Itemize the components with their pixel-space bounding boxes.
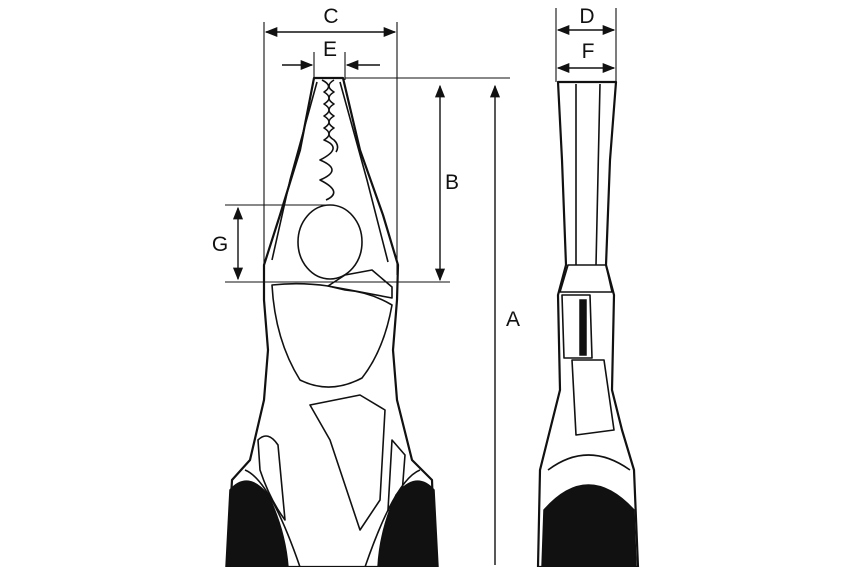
pliers-side-view [536, 80, 640, 567]
side-handle-detail [571, 359, 615, 436]
jaw-serration [319, 79, 339, 201]
handle-sheath-left [244, 469, 301, 567]
side-joint-band [559, 264, 613, 293]
handle-recess-left [257, 435, 286, 521]
label-e: E [323, 38, 337, 61]
label-g: G [212, 233, 228, 256]
dimension-lines [225, 8, 617, 565]
side-joint-slot [579, 299, 587, 356]
grip-right [377, 480, 439, 567]
grip-left [225, 480, 289, 567]
label-c: C [323, 5, 338, 28]
side-joint-detail [561, 294, 593, 359]
label-b: B [445, 171, 459, 194]
pliers-side-outline [536, 80, 640, 567]
jaw-inner-left [271, 81, 318, 261]
dimension-labels: C E B A G D F [212, 5, 595, 331]
side-grip [541, 484, 637, 567]
pivot-joint [271, 282, 393, 388]
label-d: D [579, 5, 594, 28]
pliers-front-view [225, 76, 439, 567]
side-handle-sheath [547, 454, 631, 471]
label-a: A [506, 308, 520, 331]
label-f: F [582, 40, 595, 63]
side-jaw-inner [575, 83, 601, 266]
handle-recess-center [309, 394, 386, 531]
jaw-inner-right [339, 81, 389, 263]
